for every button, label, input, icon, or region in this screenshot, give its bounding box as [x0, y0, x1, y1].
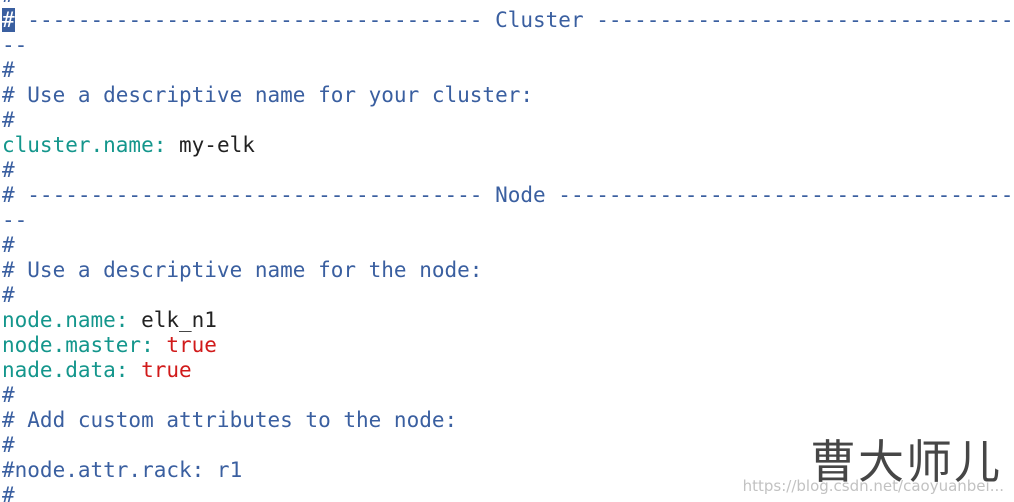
comment-line: # [2, 433, 15, 457]
node-name-setting: node.name: elk_n1 [2, 308, 217, 333]
node-data-setting: nade.data: true [2, 358, 192, 383]
comment-cluster-description: # Use a descriptive name for your cluste… [2, 83, 534, 107]
setting-key: node.name: [2, 308, 129, 332]
text-cursor[interactable]: # [2, 8, 15, 32]
comment-line: # [2, 283, 15, 307]
comment-node-description: # Use a descriptive name for the node: [2, 258, 483, 282]
comment-attributes-description: # Add custom attributes to the node: [2, 408, 458, 432]
wrapped-rule-continuation: -- [2, 208, 28, 232]
commented-rack-attribute: #node.attr.rack: r1 [2, 458, 243, 482]
comment-line: # [2, 58, 15, 82]
setting-boolean-value: true [128, 358, 192, 382]
comment-line: # [2, 108, 15, 132]
comment-line: # [2, 483, 15, 502]
setting-key: nade.data: [2, 358, 129, 382]
watermark-signature: 曹大师儿 [810, 435, 1002, 489]
setting-key: cluster.name: [2, 133, 167, 157]
setting-boolean-value: true [153, 333, 217, 357]
setting-key: node.master: [2, 333, 154, 357]
watermark-url: https://blog.csdn.net/caoyuanbei... [742, 477, 1004, 495]
cluster-section-rule: # ------------------------------------ C… [2, 8, 1014, 32]
comment-line: # [2, 158, 15, 182]
node-section-rule: # ------------------------------------ N… [2, 183, 1014, 207]
comment-line: # [2, 383, 15, 407]
wrapped-rule-continuation: -- [2, 33, 28, 57]
comment-line: # [2, 0, 15, 8]
setting-value: my-elk [166, 133, 255, 157]
cluster-name-setting: cluster.name: my-elk [2, 133, 255, 158]
node-master-setting: node.master: true [2, 333, 217, 358]
setting-value: elk_n1 [128, 308, 217, 332]
comment-line: # [2, 233, 15, 257]
